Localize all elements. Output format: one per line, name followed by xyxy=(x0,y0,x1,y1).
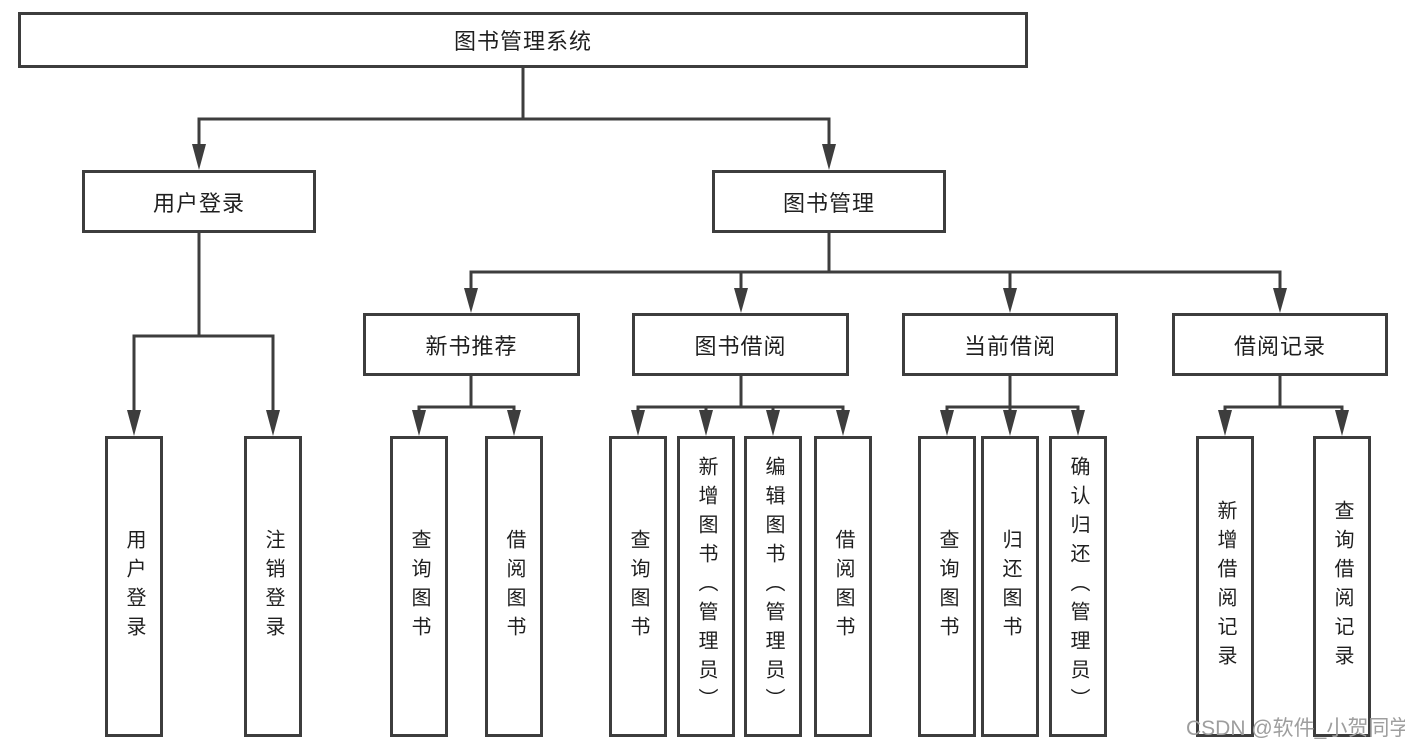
node-new-book-recommend: 新书推荐 xyxy=(363,313,580,376)
node-label: 查询借阅记录 xyxy=(1331,499,1353,674)
leaf-edit-books-admin: 编辑图书（管理员） xyxy=(744,436,802,737)
node-label: 当前借阅 xyxy=(963,333,1056,359)
node-label: 查询图书 xyxy=(627,528,649,645)
node-current-borrowing: 当前借阅 xyxy=(902,313,1118,376)
node-label: 借阅记录 xyxy=(1233,333,1326,359)
node-book-management: 图书管理 xyxy=(712,170,946,233)
leaf-borrow-books-recommend: 借阅图书 xyxy=(485,436,543,737)
node-label: 确认归还（管理员） xyxy=(1067,456,1089,717)
node-label: 归还图书 xyxy=(999,528,1021,645)
leaf-logout: 注销登录 xyxy=(244,436,302,737)
leaf-confirm-return-admin: 确认归还（管理员） xyxy=(1049,436,1107,737)
node-label: 用户登录 xyxy=(123,528,145,645)
leaf-borrow-books-borrowing: 借阅图书 xyxy=(814,436,872,737)
leaf-query-books-borrowing: 查询图书 xyxy=(609,436,667,737)
node-label: 用户登录 xyxy=(152,190,245,216)
node-label: 新增图书（管理员） xyxy=(695,456,717,717)
node-borrowing-records: 借阅记录 xyxy=(1172,313,1388,376)
leaf-query-books-recommend: 查询图书 xyxy=(390,436,448,737)
arrowhead-icons xyxy=(127,144,1349,436)
node-label: 新书推荐 xyxy=(425,333,518,359)
node-library-management-system: 图书管理系统 xyxy=(18,12,1028,68)
leaf-return-books: 归还图书 xyxy=(981,436,1039,737)
leaf-query-borrow-record: 查询借阅记录 xyxy=(1313,436,1371,737)
node-label: 查询图书 xyxy=(936,528,958,645)
leaf-add-books-admin: 新增图书（管理员） xyxy=(677,436,735,737)
node-book-borrowing: 图书借阅 xyxy=(632,313,849,376)
node-label: 图书管理 xyxy=(782,190,875,216)
node-label: 注销登录 xyxy=(262,528,284,645)
node-user-login: 用户登录 xyxy=(82,170,316,233)
node-label: 借阅图书 xyxy=(503,528,525,645)
node-label: 借阅图书 xyxy=(832,528,854,645)
leaf-user-login: 用户登录 xyxy=(105,436,163,737)
node-label: 新增借阅记录 xyxy=(1214,499,1236,674)
node-label: 编辑图书（管理员） xyxy=(762,456,784,717)
watermark: CSDN @软件_小贺同学 xyxy=(1186,717,1405,740)
node-label: 图书借阅 xyxy=(694,333,787,359)
node-label: 查询图书 xyxy=(408,528,430,645)
leaf-add-borrow-record: 新增借阅记录 xyxy=(1196,436,1254,737)
leaf-query-books-current: 查询图书 xyxy=(918,436,976,737)
node-label: 图书管理系统 xyxy=(453,29,592,54)
